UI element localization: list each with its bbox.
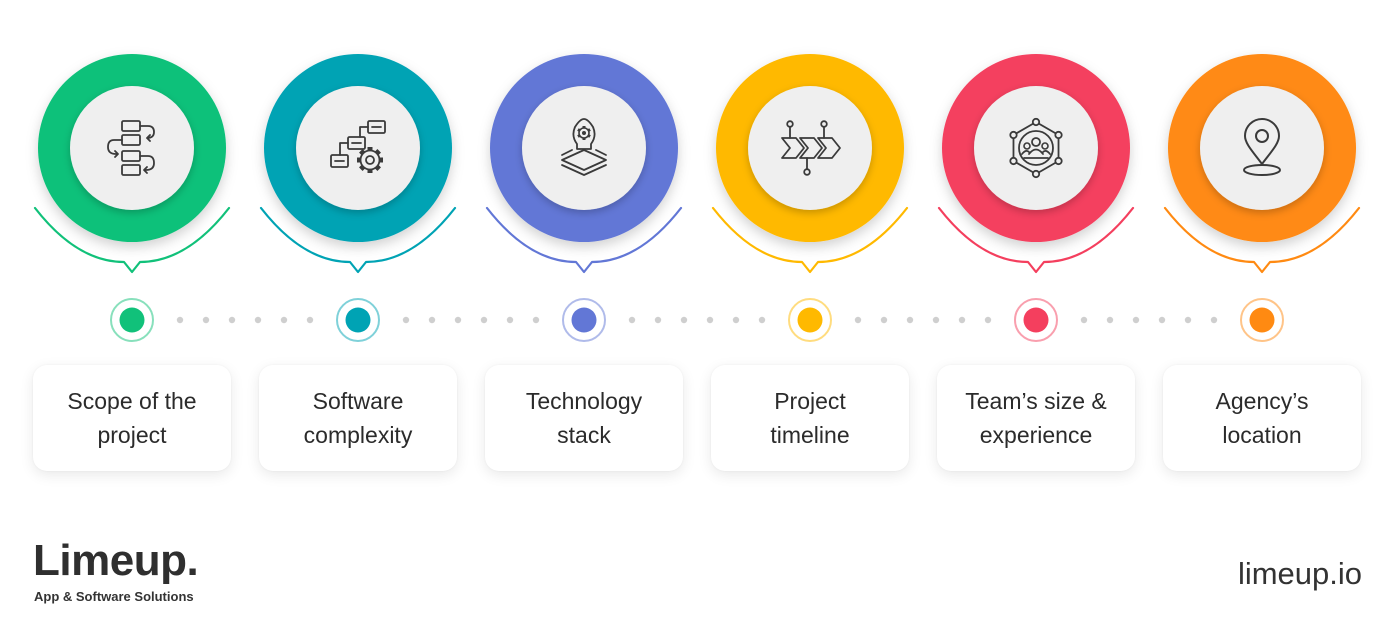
connector-dot	[654, 316, 662, 324]
step-stack	[485, 54, 683, 342]
factor-label-line2: experience	[979, 422, 1093, 448]
step-pointer-arc	[1163, 206, 1361, 274]
timeline-marker-dot	[1249, 307, 1275, 333]
factor-card-location: Agency’s location	[1163, 365, 1361, 471]
factor-label-line2: project	[97, 422, 167, 448]
step-team	[937, 54, 1135, 342]
connector-dot	[732, 316, 740, 324]
connector-dot	[628, 316, 636, 324]
connector-dot	[454, 316, 462, 324]
factor-card-team: Team’s size & experience	[937, 365, 1135, 471]
factor-label-line1: Agency’s	[1215, 388, 1309, 414]
step-scope	[33, 54, 231, 342]
timeline-marker-dot	[571, 307, 597, 333]
layered-stack-icon	[561, 118, 607, 176]
flowchart-icon	[107, 120, 155, 176]
timeline-marker-dot	[797, 307, 823, 333]
connector-dot	[176, 316, 184, 324]
location-pin-icon	[1243, 118, 1281, 176]
connector-dot	[932, 316, 940, 324]
connector-dot	[480, 316, 488, 324]
connector-dot	[680, 316, 688, 324]
timeline-marker-dot	[345, 307, 371, 333]
step-pointer-arc	[259, 206, 457, 274]
connector-dot	[1132, 316, 1140, 324]
factor-label-line1: Scope of the	[67, 388, 197, 414]
factor-label-line2: timeline	[770, 422, 850, 448]
factor-card-scope: Scope of the project	[33, 365, 231, 471]
connector-dot	[306, 316, 314, 324]
connector-dot	[906, 316, 914, 324]
connector-dot	[506, 316, 514, 324]
factor-label-line1: Software	[312, 388, 404, 414]
factor-label-line2: location	[1222, 422, 1302, 448]
website-url: limeup.io	[1237, 556, 1362, 591]
step-icon-badge	[296, 86, 420, 210]
step-icon-badge	[70, 86, 194, 210]
connector-dot	[758, 316, 766, 324]
connector-dot	[1184, 316, 1192, 324]
connector-dot	[880, 316, 888, 324]
connector-dot	[280, 316, 288, 324]
connector-dot	[202, 316, 210, 324]
timeline-marker-dot	[1023, 307, 1049, 333]
timeline-arrows-icon	[781, 120, 841, 176]
factor-card-stack: Technology stack	[485, 365, 683, 471]
team-network-icon	[1009, 117, 1063, 179]
brand-logo: Limeup.	[33, 536, 199, 585]
step-icon-badge	[1200, 86, 1324, 210]
connector-dot	[1106, 316, 1114, 324]
factor-label-line2: stack	[557, 422, 611, 448]
factor-card-timeline: Project timeline	[711, 365, 909, 471]
step-icon-badge	[974, 86, 1098, 210]
timeline-marker-dot	[119, 307, 145, 333]
workflow-gear-icon	[330, 120, 386, 173]
connector-dot	[984, 316, 992, 324]
step-pointer-arc	[485, 206, 683, 274]
connector-dot	[1080, 316, 1088, 324]
factor-label-line1: Technology	[525, 388, 643, 414]
step-icon-badge	[748, 86, 872, 210]
factor-card-complexity: Software complexity	[259, 365, 457, 471]
step-icon-badge	[522, 86, 646, 210]
connector-dot	[402, 316, 410, 324]
step-complexity	[259, 54, 457, 342]
connector-dot	[1210, 316, 1218, 324]
connector-dot	[254, 316, 262, 324]
factor-label-line1: Team’s size &	[965, 388, 1107, 414]
step-location	[1163, 54, 1361, 342]
connector-dot	[228, 316, 236, 324]
connector-dot	[428, 316, 436, 324]
connector-dot	[532, 316, 540, 324]
connector-dot	[706, 316, 714, 324]
step-pointer-arc	[33, 206, 231, 274]
brand-tagline: App & Software Solutions	[34, 589, 194, 604]
connector-dot	[1158, 316, 1166, 324]
connector-dot	[854, 316, 862, 324]
factor-label-line2: complexity	[303, 422, 413, 448]
step-pointer-arc	[711, 206, 909, 274]
factor-label-line1: Project	[774, 388, 846, 414]
step-pointer-arc	[937, 206, 1135, 274]
connector-dot	[958, 316, 966, 324]
step-timeline	[711, 54, 909, 342]
timeline-connector-dots	[176, 316, 1218, 324]
